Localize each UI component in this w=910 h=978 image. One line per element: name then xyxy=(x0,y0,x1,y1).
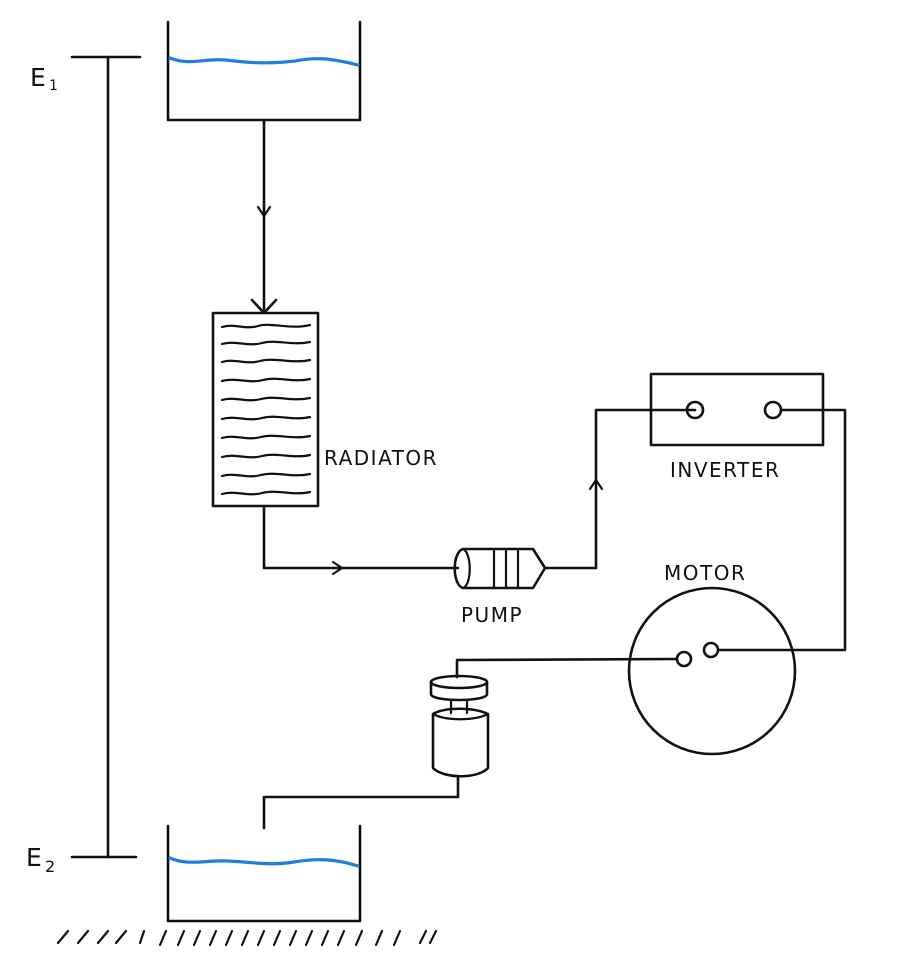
pump-end-cap xyxy=(461,547,471,590)
turbine-housing-rim xyxy=(431,712,490,721)
turbine-unit xyxy=(429,674,490,778)
turbine-cap xyxy=(429,680,489,702)
e1-label: E xyxy=(30,63,47,92)
pump-body xyxy=(453,547,547,590)
radiator-body xyxy=(211,311,320,508)
penstock xyxy=(250,118,278,315)
pump-to-inverter-pipe xyxy=(543,408,697,570)
e2-label: E xyxy=(26,843,43,872)
upper-reservoir-tank xyxy=(166,20,362,122)
e2-subscript: 2 xyxy=(45,857,57,876)
inverter-to-motor-wire xyxy=(717,408,847,652)
motor-to-turbine-wire xyxy=(455,657,679,679)
radiator-fins xyxy=(220,323,312,496)
upper-reservoir xyxy=(166,20,362,122)
motor-label: MOTOR xyxy=(664,561,746,585)
turbine-top-disc xyxy=(429,674,489,690)
radiator: RADIATOR xyxy=(211,311,438,508)
inverter: INVERTER xyxy=(649,372,825,482)
inverter-flow-arrow xyxy=(588,478,604,491)
lower-reservoir xyxy=(166,824,362,923)
pump-flow-arrow xyxy=(331,560,344,576)
inverter-terminal-1 xyxy=(685,400,705,420)
upper-water-surface xyxy=(168,56,360,67)
turbine-housing xyxy=(431,707,490,778)
turbine-to-lower-pipe xyxy=(262,775,460,830)
inverter-terminal-2 xyxy=(763,400,783,420)
radiator-outlet-pipe xyxy=(262,504,460,570)
lower-water-surface xyxy=(168,856,360,868)
e1-subscript: 1 xyxy=(49,78,59,94)
pump: PUMP xyxy=(453,547,547,627)
radiator-to-pump-pipe xyxy=(262,504,460,576)
penstock-flow-arrow xyxy=(256,205,272,218)
pump-label: PUMP xyxy=(461,603,523,627)
inverter-label: INVERTER xyxy=(670,458,780,482)
ground-hatching xyxy=(56,929,438,947)
motor: MOTOR xyxy=(627,561,797,756)
lower-reservoir-tank xyxy=(166,824,362,923)
motor-terminal-1 xyxy=(675,650,693,668)
motor-body xyxy=(627,586,797,756)
motor-terminal-2 xyxy=(702,641,720,659)
radiator-label: RADIATOR xyxy=(324,446,438,470)
elevation-scale: E 1 E 2 xyxy=(26,55,142,876)
pump-outlet-pipe xyxy=(543,408,697,570)
